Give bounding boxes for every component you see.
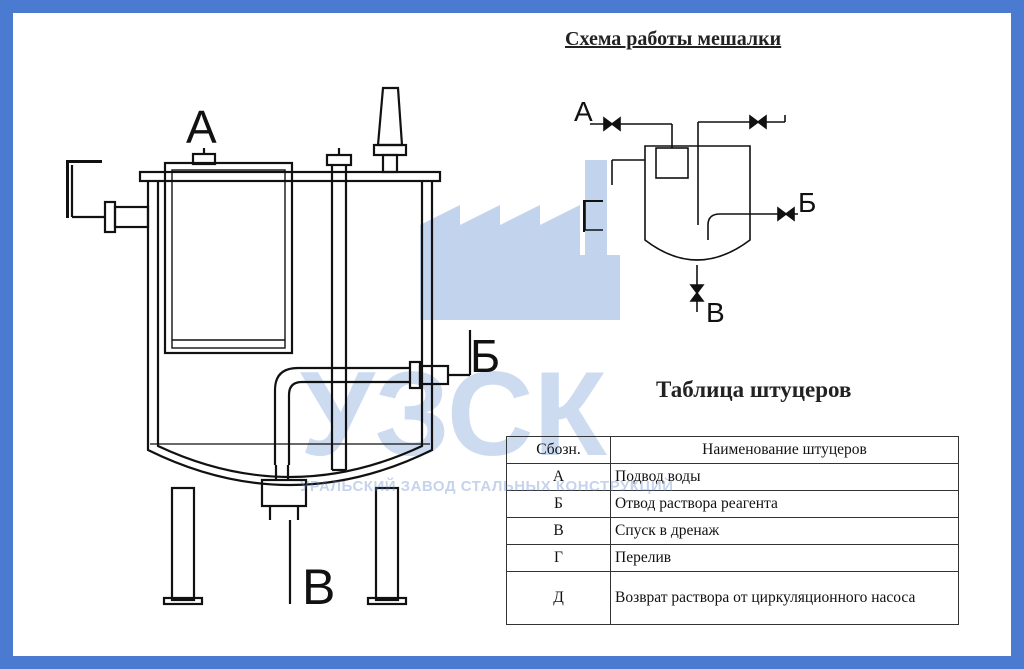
scheme-label-g (583, 200, 603, 232)
row-code: В (506, 517, 611, 545)
scheme-label-v: В (706, 297, 725, 328)
label-g (66, 160, 102, 218)
table-header-row: Сбозн. Наименование штуцеров (506, 436, 959, 464)
row-name: Возврат раствора от циркуляционного насо… (610, 571, 959, 625)
fittings-table: Сбозн. Наименование штуцеров А Подвод во… (506, 436, 959, 625)
scheme-label-b: Б (798, 187, 816, 218)
vessel-drawing (70, 86, 472, 606)
scheme-title: Схема работы мешалки (565, 28, 782, 50)
watermark-subtitle: УРАЛЬСКИЙ ЗАВОД СТАЛЬНЫХ КОНСТРУКЦИЙ (300, 478, 674, 495)
row-name: Отвод раствора реагента (610, 490, 959, 518)
table-row: А Подвод воды (506, 463, 959, 491)
label-v: В (302, 559, 335, 615)
row-name: Подвод воды (610, 463, 959, 491)
row-name: Спуск в дренаж (610, 517, 959, 545)
table-row: Г Перелив (506, 544, 959, 572)
mixer-scheme (584, 114, 798, 312)
scheme-label-a: А (574, 96, 593, 127)
watermark-logo: УЗСК (300, 160, 620, 481)
header-code: Сбозн. (506, 436, 611, 464)
row-code: Д (506, 571, 611, 625)
row-code: Б (506, 490, 611, 518)
label-b: Б (470, 330, 500, 382)
row-code: Г (506, 544, 611, 572)
row-name: Перелив (610, 544, 959, 572)
row-code: А (506, 463, 611, 491)
table-row: Б Отвод раствора реагента (506, 490, 959, 518)
header-name: Наименование штуцеров (610, 436, 959, 464)
label-a: А (186, 101, 217, 153)
table-row: Д Возврат раствора от циркуляционного на… (506, 571, 959, 625)
table-title: Таблица штуцеров (656, 377, 852, 402)
table-row: В Спуск в дренаж (506, 517, 959, 545)
